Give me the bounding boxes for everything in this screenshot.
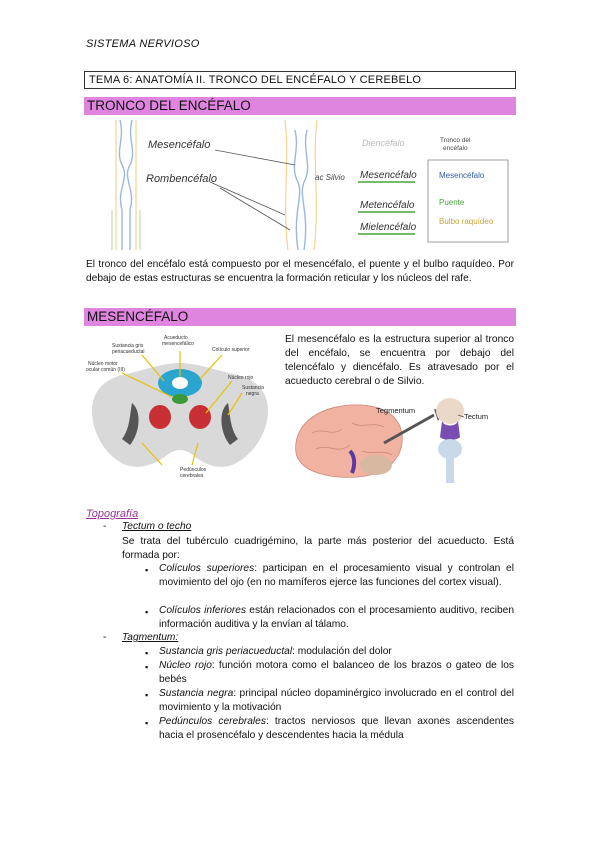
tegmentum-item-4: Pedúnculos cerebrales: tractos nerviosos…: [159, 715, 514, 743]
bullet: ▪: [145, 662, 149, 672]
mesencefalo-cross-section: Sustancia gris periacueductal Acueducto …: [86, 335, 268, 479]
tegmentum-dash: -: [103, 632, 107, 643]
svg-text:ocular común (III): ocular común (III): [86, 367, 125, 373]
svg-text:encéfalo: encéfalo: [443, 145, 468, 152]
tectum-item-1: Colículos superiores: participan en el p…: [159, 562, 514, 590]
svg-text:mesencefálico: mesencefálico: [162, 341, 194, 347]
svg-text:Sustancia gris: Sustancia gris: [112, 343, 144, 349]
tectum-dash: -: [103, 521, 107, 532]
tectum-desc: Se trata del tubérculo cuadrigémino, la …: [122, 536, 514, 561]
desc: : modulación del dolor: [292, 646, 392, 657]
label-mesencefalo: Mesencéfalo: [148, 139, 210, 151]
label-mesencefalo-2: Mesencéfalo: [360, 170, 417, 181]
svg-text:Núcleo rojo: Núcleo rojo: [228, 375, 254, 381]
term: Sustancia gris periacueductal: [159, 646, 293, 657]
svg-text:negra: negra: [246, 391, 259, 397]
bullet: ▪: [145, 607, 149, 617]
tegmentum-label: Tagmentum:: [122, 632, 179, 643]
document-header: SISTEMA NERVIOSO: [86, 38, 200, 50]
term: Colículos superiores: [159, 563, 255, 574]
desc: : participan en el procesamiento visual …: [159, 563, 514, 588]
bullet: ▪: [145, 690, 149, 700]
svg-text:Tronco del: Tronco del: [440, 137, 471, 144]
label-mielencefalo: Mielencéfalo: [360, 222, 417, 233]
tegmentum-item-3: Sustancia negra: principal núcleo dopami…: [159, 687, 514, 715]
tronco-legend: Mesencéfalo Puente Bulbo raquídeo: [433, 166, 509, 226]
section-title-mesencefalo: MESENCÉFALO: [84, 308, 516, 326]
bullet: ▪: [145, 565, 149, 575]
section-title-tronco: TRONCO DEL ENCÉFALO: [84, 97, 516, 115]
svg-text:Acueducto: Acueducto: [164, 335, 188, 341]
svg-text:cerebrales: cerebrales: [180, 473, 204, 479]
label-diencefalo: Diencéfalo: [362, 138, 405, 148]
bullet: ▪: [145, 648, 149, 658]
desc: : principal núcleo dopaminérgico involuc…: [159, 688, 514, 713]
svg-text:Pedúnculos: Pedúnculos: [180, 467, 207, 473]
brain-sagittal-figure: Tegmentum Tectum: [295, 398, 488, 483]
mesencefalo-paragraph: El mesencéfalo es la estructura superior…: [285, 334, 514, 387]
term: Pedúnculos cerebrales: [159, 716, 266, 727]
topografia-title: Topografía: [86, 508, 139, 520]
tegmentum-item-1: Sustancia gris periacueductal: modulació…: [159, 645, 514, 659]
term: Colículos inferiores: [159, 605, 247, 616]
desc: : función motora como el balanceo de los…: [159, 660, 514, 685]
tectum-item-2: Colículos inferiores están relacionados …: [159, 604, 514, 632]
svg-text:Tegmentum: Tegmentum: [376, 406, 415, 415]
tectum-label: Tectum o techo: [122, 521, 192, 532]
desc: : tractos nerviosos que llevan axones as…: [159, 716, 514, 741]
legend-item-bulbo: Bulbo raquídeo: [439, 217, 494, 226]
tronco-figure: Mesencéfalo Rombencéfalo Diencéfalo ac S…: [110, 120, 520, 250]
legend-item-puente: Puente: [439, 198, 465, 207]
topic-title: TEMA 6: ANATOMÍA II. TRONCO DEL ENCÉFALO…: [84, 71, 516, 89]
desc: están relacionados con el procesamiento …: [159, 605, 514, 630]
label-ac-silvio: ac Silvio: [315, 173, 345, 182]
term: Sustancia negra: [159, 688, 234, 699]
bullet: ▪: [145, 718, 149, 728]
label-metencefalo: Metencéfalo: [360, 200, 415, 211]
tegmentum-item-2: Núcleo rojo: función motora como el bala…: [159, 659, 514, 687]
svg-text:Colículo superior: Colículo superior: [212, 347, 250, 353]
svg-text:Sustancia: Sustancia: [242, 385, 264, 391]
svg-text:Núcleo motor: Núcleo motor: [88, 361, 118, 367]
tronco-paragraph: El tronco del encéfalo está compuesto po…: [86, 259, 514, 284]
label-rombencefalo: Rombencéfalo: [146, 173, 217, 185]
svg-text:Tectum: Tectum: [464, 412, 488, 421]
term: Núcleo rojo: [159, 660, 212, 671]
legend-item-mesencefalo: Mesencéfalo: [439, 171, 485, 180]
svg-text:periacueductal: periacueductal: [112, 349, 145, 355]
